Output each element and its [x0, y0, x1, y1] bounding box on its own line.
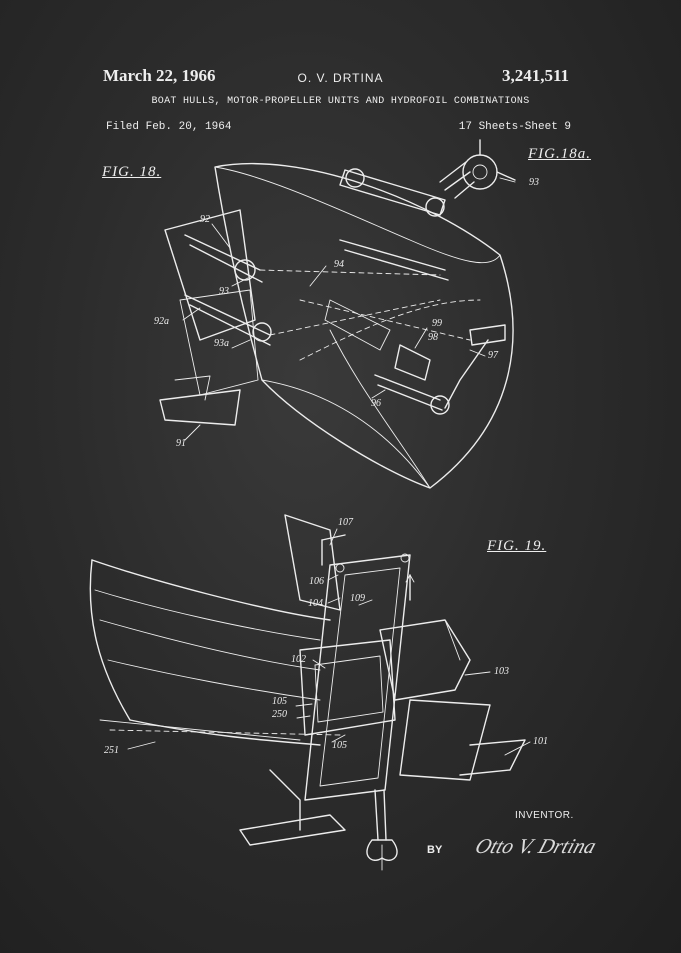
ref-numeral: 92a — [154, 316, 169, 327]
ref-numeral: 93 — [529, 177, 539, 188]
fig18-drawing — [159, 163, 514, 489]
ref-numeral: 250 — [272, 709, 287, 720]
ref-numeral: 99 — [432, 318, 442, 329]
ref-numeral: 96 — [371, 398, 381, 409]
ref-numeral: 97 — [488, 350, 498, 361]
patent-number: 3,241,511 — [501, 66, 569, 85]
ref-numeral: 91 — [176, 438, 186, 449]
ref-numeral: 92 — [200, 214, 210, 225]
fig19-drawing — [89, 514, 526, 871]
filed-date: Filed Feb. 20, 1964 — [106, 121, 232, 133]
patent-date: March 22, 1966 — [103, 66, 216, 85]
sheet-count: 17 Sheets-Sheet 9 — [458, 121, 571, 133]
ref-numeral: 251 — [104, 745, 119, 756]
ref-numeral: 93 — [219, 286, 229, 297]
ref-numeral: 98 — [428, 332, 438, 343]
ref-numeral: 101 — [533, 736, 548, 747]
fig18a-label: FIG.18a. — [528, 146, 591, 162]
ref-numeral: 104 — [308, 598, 323, 609]
ref-numeral: 105 — [272, 696, 287, 707]
fig18-label: FIG. 18. — [102, 164, 162, 180]
inventor-label: INVENTOR. — [515, 810, 574, 821]
ref-numeral: 106 — [309, 576, 324, 587]
inventor-signature: Otto V. Drtina — [472, 834, 600, 858]
ref-numeral: 102 — [291, 654, 306, 665]
patent-title: BOAT HULLS, MOTOR-PROPELLER UNITS AND HY… — [151, 96, 530, 107]
fig18a-drawing — [439, 139, 516, 199]
ref-numeral: 103 — [494, 666, 509, 677]
inventor-name: O. V. DRTINA — [297, 71, 384, 85]
ref-numeral: 93a — [214, 338, 229, 349]
fig19-label: FIG. 19. — [487, 538, 547, 554]
ref-numeral: 105 — [332, 740, 347, 751]
leader-lines — [127, 177, 531, 756]
by-label: BY — [427, 844, 443, 856]
ref-numeral: 109 — [350, 593, 365, 604]
ref-numeral: 94 — [334, 259, 344, 270]
ref-numeral: 107 — [338, 517, 353, 528]
